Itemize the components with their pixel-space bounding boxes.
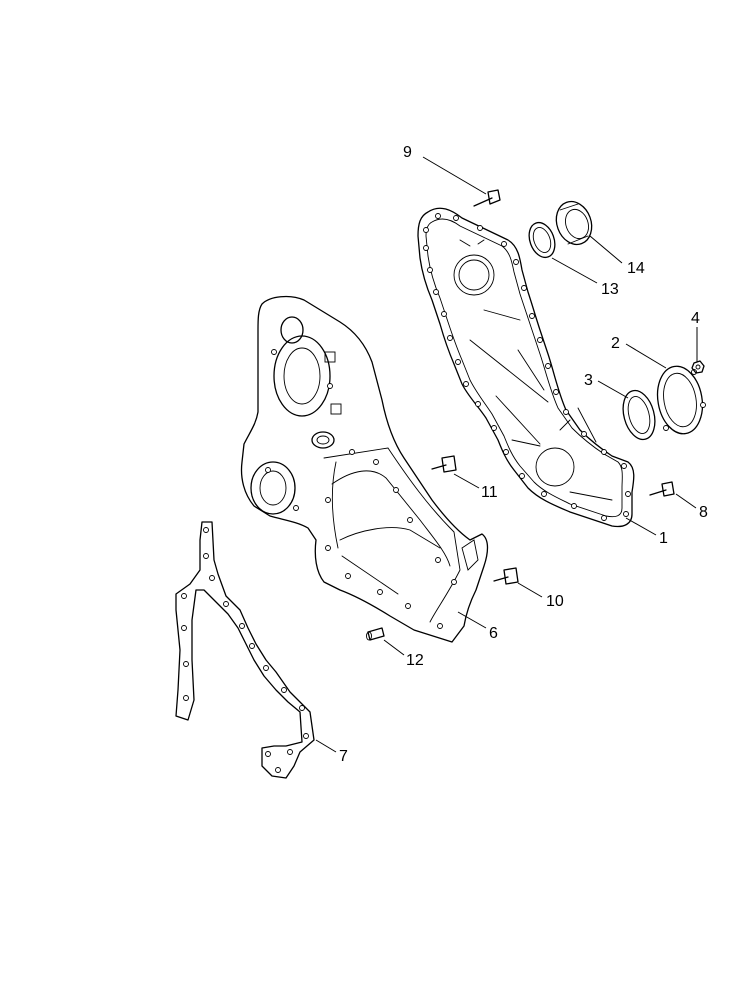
leader-lines	[315, 156, 698, 753]
oil-seal	[555, 200, 593, 246]
o-ring	[528, 221, 556, 259]
callout-7: 7	[339, 748, 348, 765]
leader-7	[315, 739, 337, 753]
bolt-10	[493, 567, 519, 585]
gasket	[175, 521, 315, 779]
leader-9	[422, 156, 487, 195]
front-cover-plate	[417, 207, 635, 528]
gear-housing	[240, 295, 489, 643]
leader-3	[597, 380, 629, 399]
callout-12: 12	[406, 652, 424, 669]
callout-14: 14	[627, 260, 645, 277]
seal-retainer-plate	[656, 365, 706, 435]
callout-2: 2	[611, 335, 620, 352]
leader-8	[675, 493, 697, 509]
seal-ring	[622, 389, 656, 441]
nut	[691, 360, 705, 374]
callout-labels: 9 14 13 4 2 3 8 1 11 10 6 12 7	[339, 144, 708, 765]
leader-14	[589, 235, 623, 264]
callout-6: 6	[489, 625, 498, 642]
callout-13: 13	[601, 281, 619, 298]
callout-8: 8	[699, 504, 708, 521]
callout-9: 9	[403, 144, 412, 161]
leader-2	[625, 343, 667, 369]
leader-10	[517, 582, 543, 598]
leader-11	[453, 473, 480, 489]
dowel-pin	[366, 627, 385, 641]
leader-12	[383, 639, 405, 656]
callout-3: 3	[584, 372, 593, 389]
callout-4: 4	[691, 310, 700, 327]
leader-6	[457, 611, 487, 629]
leader-13	[551, 257, 598, 284]
callout-1: 1	[659, 530, 668, 547]
bolt-8	[649, 481, 675, 497]
callout-10: 10	[546, 593, 564, 610]
leader-1	[625, 517, 657, 536]
bolt-9	[473, 189, 501, 207]
bolt-11	[431, 455, 457, 473]
callout-11: 11	[481, 484, 498, 501]
